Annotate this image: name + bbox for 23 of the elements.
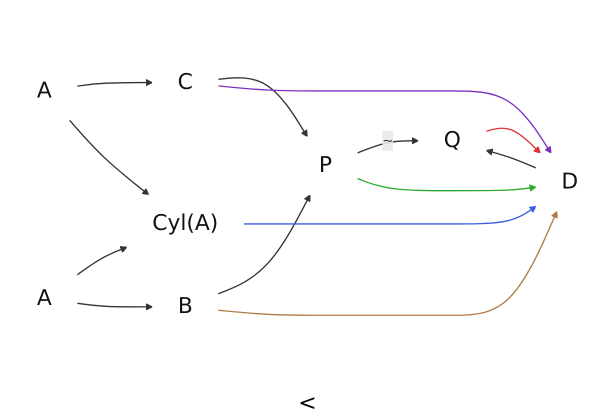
arrow (76, 246, 128, 276)
node-text: B (178, 294, 193, 320)
node-text: A (36, 286, 52, 311)
arrow (68, 120, 150, 196)
node-text: Cyl(A) (152, 211, 218, 236)
arrow (486, 148, 537, 169)
arrow (356, 178, 537, 192)
arrow (76, 79, 153, 88)
arrow (218, 85, 552, 154)
arrow (243, 206, 537, 225)
edge-label: ~ (382, 132, 394, 149)
node-text: A (36, 78, 52, 104)
arrow (218, 194, 311, 295)
node-text: Q (444, 128, 461, 154)
arrow (356, 137, 419, 154)
node-text: D (561, 170, 578, 195)
arrow (218, 77, 308, 138)
arrow (486, 128, 541, 154)
node-text: P (318, 153, 332, 178)
relation-symbol: < (298, 391, 317, 416)
node-text: C (178, 70, 193, 95)
arrow (76, 302, 154, 311)
arrow (218, 211, 558, 316)
